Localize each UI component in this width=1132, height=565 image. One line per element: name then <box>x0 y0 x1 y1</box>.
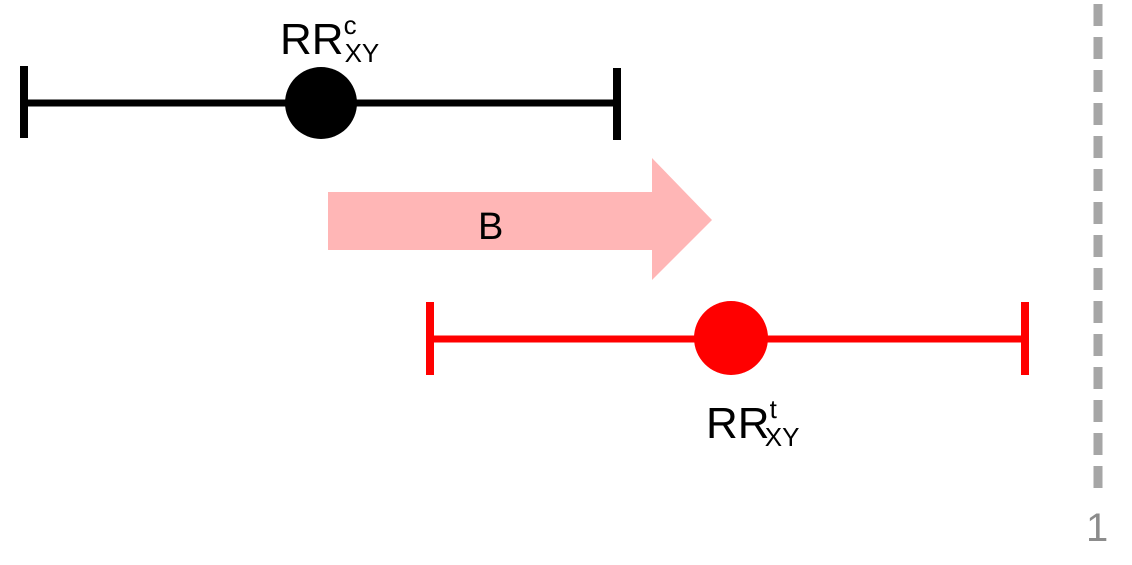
bias-arrow <box>328 158 712 280</box>
treated-point-estimate <box>694 301 768 375</box>
treated-label-subscript: XY <box>764 422 800 452</box>
bias-arrow-label: B <box>478 206 504 248</box>
control-label-base: RR <box>280 15 344 64</box>
treated-label-superscript: t <box>769 394 777 424</box>
treated-interval <box>426 301 1029 375</box>
null-value-label: 1 <box>1086 506 1109 550</box>
treated-label-base: RR <box>706 399 770 448</box>
control-interval <box>20 66 621 140</box>
control-label-superscript: c <box>343 10 357 40</box>
control-label-subscript: XY <box>344 38 380 68</box>
control-point-estimate <box>285 67 357 139</box>
control-estimate-label: RRcXY <box>280 12 379 66</box>
treated-estimate-label: RRtXY <box>706 396 799 450</box>
